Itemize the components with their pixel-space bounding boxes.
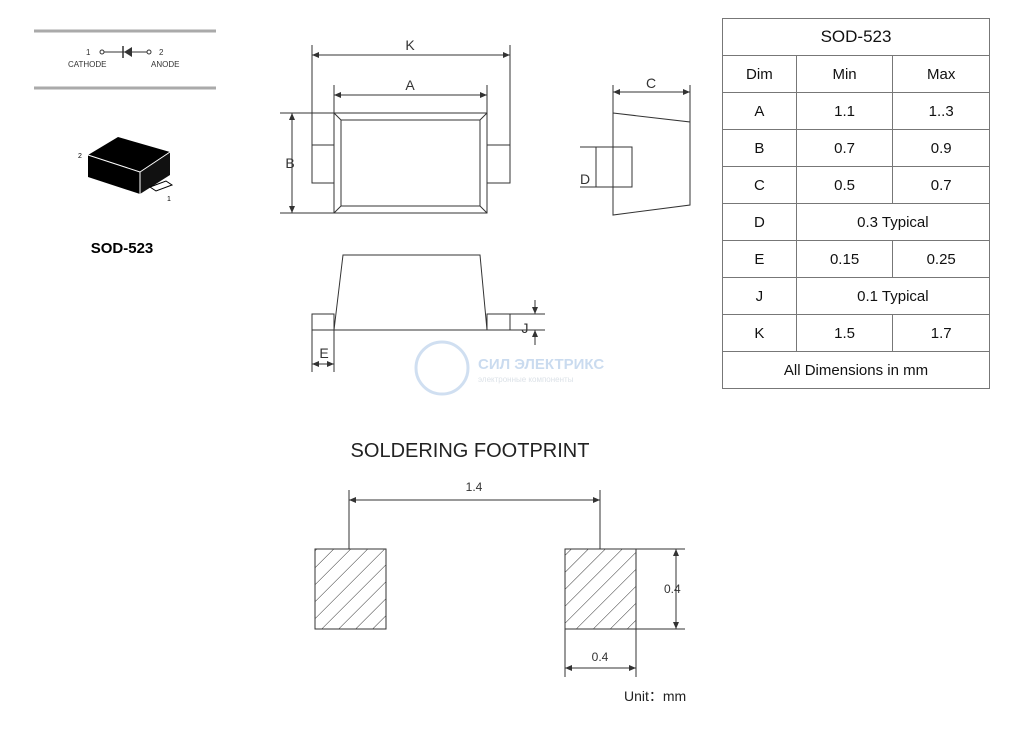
cell-dim: B — [722, 129, 797, 167]
dim-b-label: B — [285, 155, 294, 171]
anode-label: ANODE — [151, 60, 179, 69]
dim-k-label: K — [405, 37, 415, 53]
cell-dim: K — [722, 314, 797, 352]
pin-top-number: 2 — [78, 153, 82, 160]
header-dim: Dim — [722, 55, 797, 93]
cell-min: 0.7 — [795, 129, 894, 167]
table-footer: All Dimensions in mm — [722, 351, 990, 389]
diode-symbol: 1 CATHODE 2 ANODE — [34, 29, 216, 90]
package-3d-icon: 2 1 SOD-523 — [78, 137, 174, 257]
dim-e-label: E — [319, 345, 328, 361]
cell-dim: A — [722, 92, 797, 130]
cell-max: 0.25 — [892, 240, 990, 278]
header-min: Min — [795, 55, 894, 93]
watermark-brand: СИЛ ЭЛЕКТРИКС — [478, 356, 604, 373]
watermark-tagline: электронные компоненты — [478, 375, 574, 384]
table-title: SOD-523 — [722, 18, 990, 56]
unit-label: Unit：mm — [624, 688, 686, 704]
cell-max: 0.7 — [892, 166, 990, 204]
cell-dim: J — [722, 277, 797, 315]
dim-j-label: J — [522, 320, 529, 336]
dim-d-label: D — [580, 171, 590, 187]
footprint-title: SOLDERING FOOTPRINT — [351, 440, 590, 462]
header-max: Max — [892, 55, 990, 93]
cell-min: 1.1 — [795, 92, 894, 130]
pin-bottom-number: 1 — [167, 196, 171, 203]
watermark-logo: СИЛ ЭЛЕКТРИКС электронные компоненты — [414, 340, 604, 396]
cell-min: 1.5 — [795, 314, 894, 352]
cell-dim: E — [722, 240, 797, 278]
dim-a-label: A — [405, 77, 415, 93]
cell-typical: 0.1 Typical — [795, 277, 991, 315]
pad-width-label: 0.4 — [592, 650, 609, 664]
cell-max: 1..3 — [892, 92, 990, 130]
cathode-label: CATHODE — [68, 60, 107, 69]
front-view — [311, 254, 545, 372]
package-name: SOD-523 — [91, 240, 154, 257]
footprint-drawing — [314, 490, 685, 677]
cell-max: 1.7 — [892, 314, 990, 352]
cell-min: 0.5 — [795, 166, 894, 204]
cell-max: 0.9 — [892, 129, 990, 167]
right-pad — [564, 548, 637, 630]
cell-dim: C — [722, 166, 797, 204]
cell-dim: D — [722, 203, 797, 241]
dim-c-label: C — [646, 75, 656, 91]
pitch-label: 1.4 — [466, 480, 483, 494]
cell-min: 0.15 — [795, 240, 894, 278]
left-pad — [314, 548, 387, 630]
side-view — [580, 85, 691, 216]
pad-height-label: 0.4 — [664, 582, 681, 596]
pin1-number: 1 — [86, 48, 91, 57]
table-header: Dim Min Max — [722, 55, 990, 93]
top-view — [280, 45, 511, 214]
pin2-number: 2 — [159, 48, 164, 57]
cell-typical: 0.3 Typical — [795, 203, 991, 241]
